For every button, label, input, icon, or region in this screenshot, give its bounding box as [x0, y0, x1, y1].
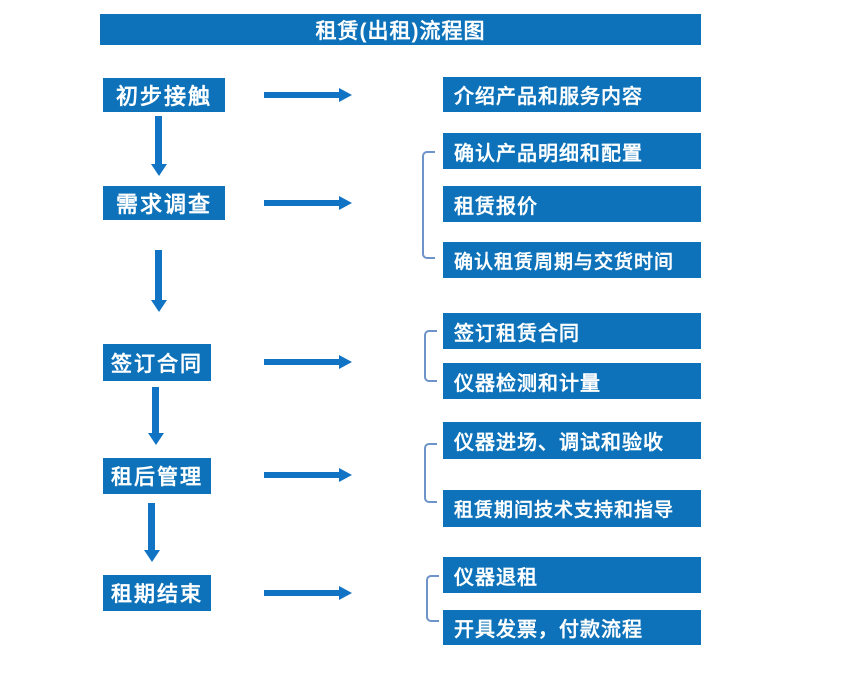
detail-box-introduce-products: 介绍产品和服务内容 [443, 77, 701, 112]
arrow-down-icon [151, 116, 167, 176]
detail-box-confirm-rental-period: 确认租赁周期与交货时间 [443, 242, 701, 278]
flowchart-title: 租赁(出租)流程图 [100, 14, 701, 45]
detail-box-confirm-product-details: 确认产品明细和配置 [443, 133, 701, 169]
arrow-right-icon [264, 586, 352, 600]
group-bracket-demand-survey [422, 151, 435, 259]
detail-box-instrument-setup: 仪器进场、调试和验收 [443, 422, 701, 459]
arrow-down-icon [148, 387, 164, 445]
arrow-right-icon [264, 88, 352, 102]
detail-box-instrument-return: 仪器退租 [443, 557, 701, 593]
detail-box-tech-support: 租赁期间技术支持和指导 [443, 490, 701, 527]
arrow-down-icon [144, 503, 160, 562]
step-box-sign-contract: 签订合同 [103, 344, 211, 381]
arrow-right-icon [264, 196, 352, 210]
detail-box-invoice-payment: 开具发票，付款流程 [443, 610, 701, 645]
step-box-rental-end: 租期结束 [103, 575, 211, 611]
step-box-post-rental-management: 租后管理 [103, 458, 211, 494]
group-bracket-post-rental [424, 443, 437, 503]
step-box-initial-contact: 初步接触 [103, 78, 225, 112]
arrow-down-icon [151, 250, 167, 312]
step-box-demand-survey: 需求调查 [103, 186, 225, 220]
detail-box-sign-rental-contract: 签订租赁合同 [443, 313, 701, 349]
detail-box-instrument-inspection: 仪器检测和计量 [443, 363, 701, 399]
group-bracket-sign-contract [424, 330, 437, 382]
detail-box-rental-quote: 租赁报价 [443, 186, 701, 222]
arrow-right-icon [264, 355, 352, 369]
group-bracket-rental-end [426, 575, 439, 622]
arrow-right-icon [264, 468, 352, 482]
